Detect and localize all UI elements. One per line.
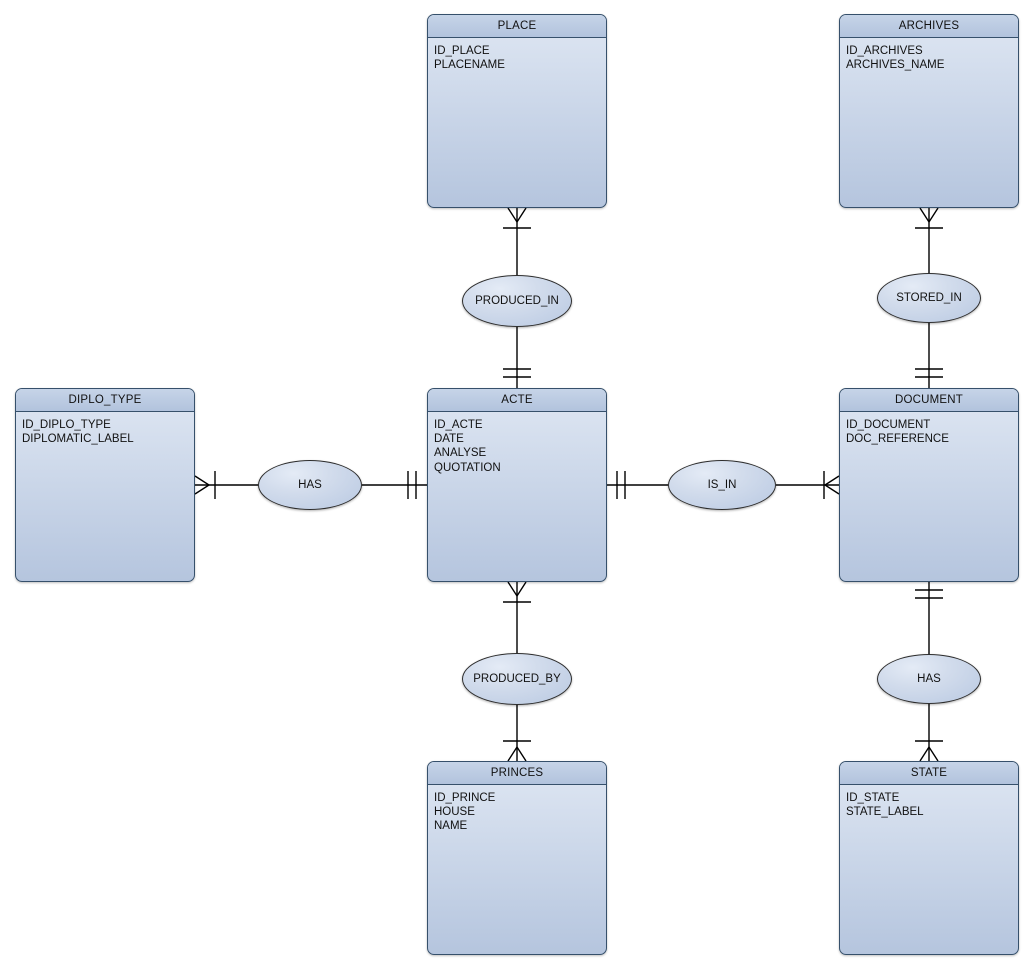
attribute: ID_ACTE [434,419,483,431]
attribute: ANALYSE [434,447,487,460]
entity-archives-attributes: ID_ARCHIVES ARCHIVES_NAME [840,38,1018,72]
attribute: ID_STATE [846,792,900,804]
relationship-label: PRODUCED_BY [473,673,561,685]
relationship-label: IS_IN [707,479,737,491]
entity-princes-title: PRINCES [428,762,606,785]
entity-acte-attributes: ID_ACTE DATE ANALYSE QUOTATION [428,412,606,475]
attribute: ID_DOCUMENT [846,419,931,431]
entity-archives[interactable]: ARCHIVES ID_ARCHIVES ARCHIVES_NAME [839,14,1019,208]
relationship-has-diplo-type[interactable]: HAS [258,460,362,510]
attribute: DATE [434,433,464,446]
attribute: DIPLOMATIC_LABEL [22,433,134,446]
relationship-label: HAS [298,479,322,491]
entity-document-title: DOCUMENT [840,389,1018,412]
attribute: ID_PLACE [434,45,490,57]
relationship-label: STORED_IN [896,292,962,304]
relationship-label: HAS [917,673,941,685]
entity-document-attributes: ID_DOCUMENT DOC_REFERENCE [840,412,1018,446]
relationship-stored-in[interactable]: STORED_IN [877,273,981,323]
entity-acte[interactable]: ACTE ID_ACTE DATE ANALYSE QUOTATION [427,388,607,582]
entity-acte-title: ACTE [428,389,606,412]
attribute: ARCHIVES_NAME [846,59,945,72]
attribute: NAME [434,820,468,833]
entity-document[interactable]: DOCUMENT ID_DOCUMENT DOC_REFERENCE [839,388,1019,582]
entity-place[interactable]: PLACE ID_PLACE PLACENAME [427,14,607,208]
entity-diplo-type[interactable]: DIPLO_TYPE ID_DIPLO_TYPE DIPLOMATIC_LABE… [15,388,195,582]
entity-state[interactable]: STATE ID_STATE STATE_LABEL [839,761,1019,955]
relationship-is-in[interactable]: IS_IN [668,460,776,510]
entity-place-attributes: ID_PLACE PLACENAME [428,38,606,72]
attribute: PLACENAME [434,59,505,72]
entity-diplo-type-title: DIPLO_TYPE [16,389,194,412]
relationship-label: PRODUCED_IN [475,295,559,307]
relationship-has-state[interactable]: HAS [877,654,981,704]
entity-state-title: STATE [840,762,1018,785]
attribute: ID_ARCHIVES [846,45,923,57]
attribute: STATE_LABEL [846,806,924,819]
entity-princes[interactable]: PRINCES ID_PRINCE HOUSE NAME [427,761,607,955]
entity-princes-attributes: ID_PRINCE HOUSE NAME [428,785,606,834]
attribute: DOC_REFERENCE [846,433,949,446]
relationship-produced-by[interactable]: PRODUCED_BY [462,653,572,705]
entity-place-title: PLACE [428,15,606,38]
entity-state-attributes: ID_STATE STATE_LABEL [840,785,1018,819]
entity-archives-title: ARCHIVES [840,15,1018,38]
attribute: ID_DIPLO_TYPE [22,419,111,431]
attribute: QUOTATION [434,461,501,474]
attribute: HOUSE [434,806,475,819]
entity-diplo-type-attributes: ID_DIPLO_TYPE DIPLOMATIC_LABEL [16,412,194,446]
relationship-produced-in[interactable]: PRODUCED_IN [462,275,572,327]
attribute: ID_PRINCE [434,792,496,804]
